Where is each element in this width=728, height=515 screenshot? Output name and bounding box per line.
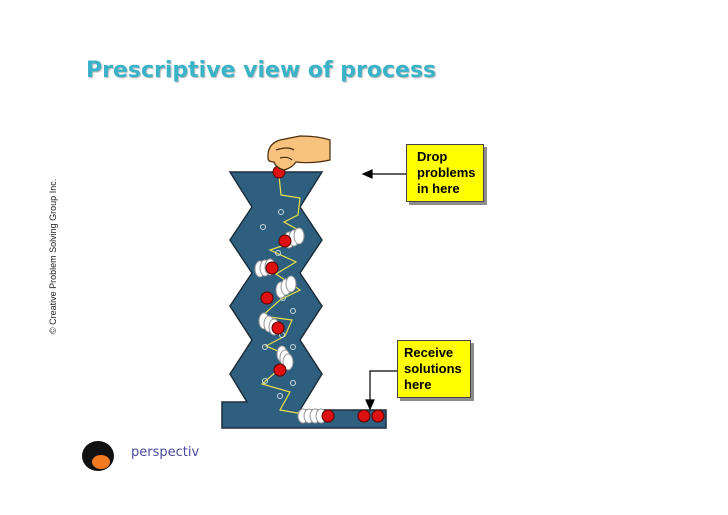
perspectiv-logo-icon xyxy=(82,441,114,471)
drop-callout-line-1: Drop xyxy=(417,149,448,164)
hand-icon xyxy=(267,135,331,171)
problem-balls xyxy=(260,165,385,423)
solution-path xyxy=(260,175,304,415)
receive-callout-line-3: here xyxy=(404,377,432,392)
slide-title: Prescriptive view of process xyxy=(86,58,437,83)
receive-callout-line-2: solutions xyxy=(404,361,462,376)
step-markers xyxy=(260,209,296,399)
drop-callout-line-2: problems xyxy=(417,165,476,180)
drop-arrow xyxy=(361,169,406,179)
drop-problems-callout: Drop problems in here xyxy=(406,144,484,202)
receive-solutions-callout: Receive solutions here xyxy=(397,340,471,398)
receive-arrow xyxy=(365,370,397,411)
problem-discs xyxy=(254,227,327,424)
drop-callout-line-3: in here xyxy=(417,181,460,196)
receive-callout-line-1: Receive xyxy=(404,345,454,360)
brand-name: perspectiv xyxy=(131,445,200,460)
process-funnel xyxy=(221,171,387,429)
